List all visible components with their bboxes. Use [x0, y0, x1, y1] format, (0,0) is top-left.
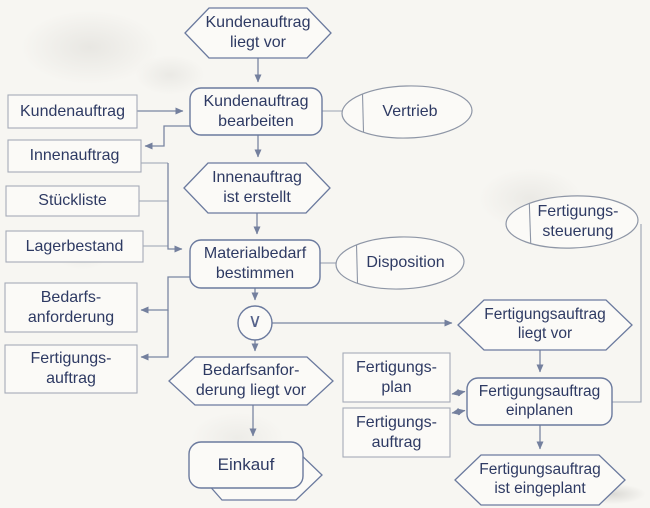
line-function4-to-fertigungssteuerung — [612, 224, 642, 403]
arrow-trunk-to-function2 — [167, 163, 183, 253]
arrow-fertigungsplan-bidirectional — [451, 389, 466, 397]
data-fertigungsplan-shape — [342, 352, 451, 403]
arrow-function2-to-bedarfsanforderung — [140, 276, 192, 314]
or-connector-shape — [237, 305, 273, 341]
einkauf-function-shape — [188, 441, 304, 489]
data-innenauftrag-shape — [7, 139, 142, 173]
arrow-fertigungsauftrag-bidirectional — [451, 408, 466, 416]
data-fertigungsauftrag-rechts-shape — [342, 407, 451, 458]
data-stueckliste-shape — [5, 185, 140, 217]
data-fertigungsauftrag-links-shape — [4, 344, 138, 394]
event-kundenauftrag-liegt-vor-shape — [184, 7, 332, 59]
function-materialbedarf-bestimmen-shape — [189, 239, 321, 289]
function-fertigungsauftrag-einplanen-shape — [466, 377, 613, 426]
event-innenauftrag-ist-erstellt-shape — [183, 162, 331, 214]
data-lagerbestand-shape — [5, 230, 144, 263]
arrow-function1-to-innenauftrag — [144, 125, 192, 150]
connectors — [137, 58, 642, 450]
function-kundenauftrag-bearbeiten-shape — [189, 87, 323, 136]
org-vertrieb-shape — [341, 85, 473, 139]
event-fertigungsauftrag-liegt-vor-shape — [457, 299, 633, 351]
org-disposition-shape — [335, 236, 465, 290]
arrow-function2-to-fertigungsauftrag-links — [140, 310, 169, 361]
event-fertigungsauftrag-ist-eingeplant-shape — [454, 454, 626, 506]
data-bedarfsanforderung-shape — [4, 282, 138, 333]
event-bedarfsanforderung-liegt-vor-shape — [168, 356, 334, 406]
org-fertigungssteuerung-shape — [505, 195, 639, 249]
data-kundenauftrag-shape — [7, 94, 138, 129]
